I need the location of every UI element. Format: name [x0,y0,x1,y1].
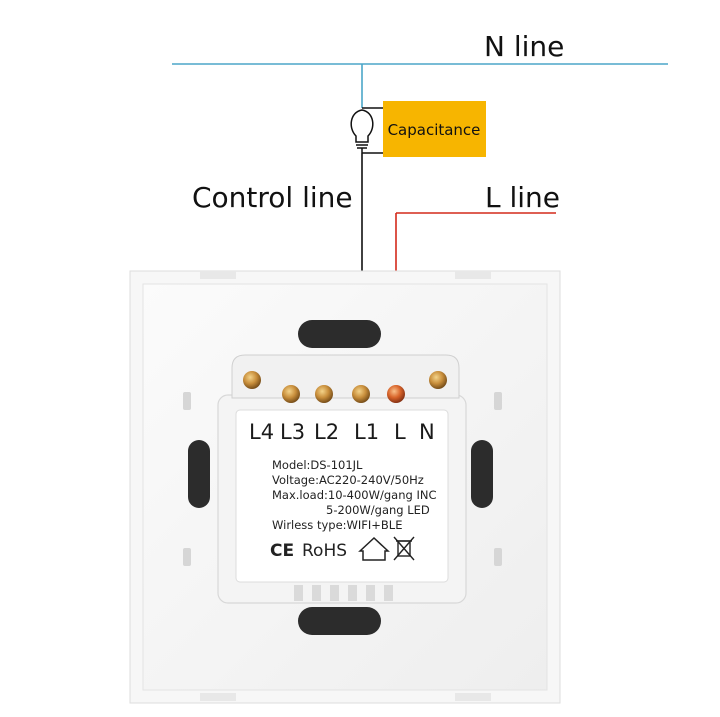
voltage-text: Voltage:AC220-240V/50Hz [272,473,424,487]
switch-back-plate [129,270,561,704]
l-line-label: L line [485,181,560,214]
ce-mark: CE [270,541,294,561]
terminal-screw-l3 [282,385,300,403]
terminal-screw-l4 [243,371,261,389]
terminal-screw-l [387,385,405,403]
rohs-mark: RoHS [302,541,347,561]
terminal-labels: L4 L3 L2 L1 L N [249,420,435,444]
control-line-label: Control line [192,181,353,214]
terminal-label: L4 [249,420,274,444]
module-spec-label: Model:DS-101JL Voltage:AC220-240V/50Hz M… [272,458,436,532]
terminal-label: L [394,420,406,444]
capacitance-label: Capacitance [388,121,481,139]
terminal-label: L3 [280,420,305,444]
light-bulb-icon [350,109,374,153]
terminal-screws [243,371,447,403]
terminal-screw-n [429,371,447,389]
terminal-screw-l1 [352,385,370,403]
n-line-label: N line [484,30,564,63]
max-load-text: Max.load:10-400W/gang INC [272,488,436,502]
capacitance-box [383,101,486,157]
certification-marks: CE RoHS [270,536,415,561]
house-icon [358,536,390,561]
wireless-text: Wirless type:WIFI+BLE [272,518,402,532]
switch-module [217,354,467,604]
terminal-label: N [419,420,435,444]
max-load-led-text: 5-200W/gang LED [326,503,430,517]
model-text: Model:DS-101JL [272,458,363,472]
terminal-screw-l2 [315,385,333,403]
terminal-label: L2 [314,420,339,444]
terminal-label: L1 [354,420,379,444]
weee-bin-icon [393,536,415,561]
